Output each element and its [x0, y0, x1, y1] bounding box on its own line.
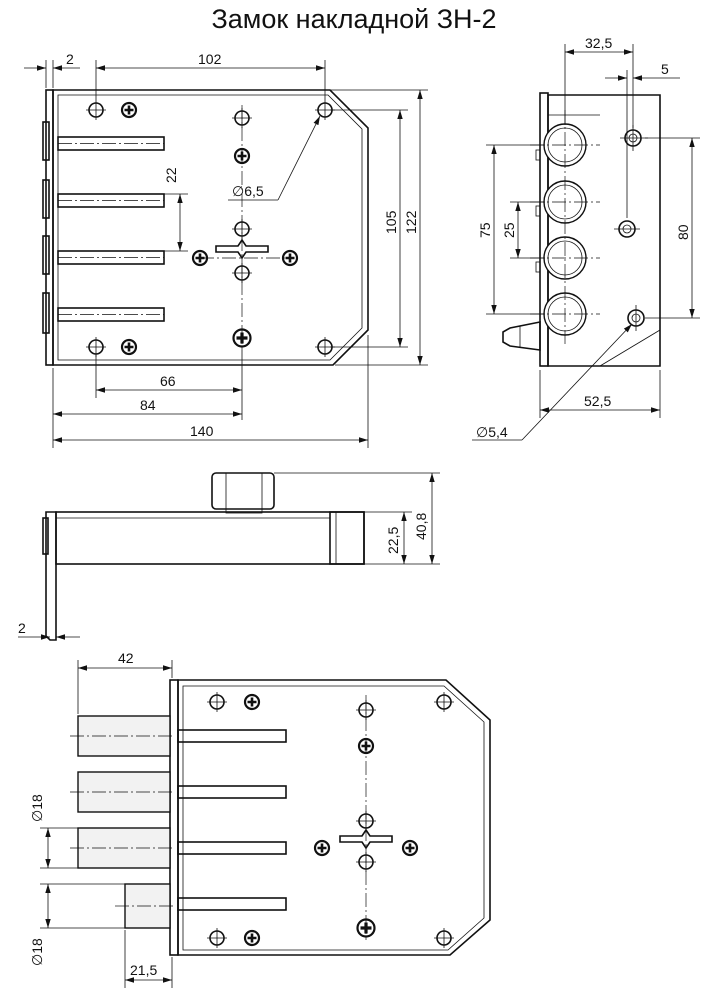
- dim-66: 66: [160, 373, 176, 389]
- dim-102: 102: [198, 51, 222, 67]
- dim-52-5: 52,5: [584, 393, 611, 409]
- dim-5: 5: [661, 61, 669, 77]
- side-view: [502, 92, 661, 367]
- dim-hole-5-4: ∅5,4: [476, 424, 508, 440]
- dim-thickness-2b: 2: [18, 620, 26, 636]
- dim-32-5: 32,5: [585, 35, 612, 51]
- dim-84: 84: [140, 397, 156, 413]
- dim-42: 42: [118, 650, 134, 666]
- bottom-view-dimensions: 22,5 40,8 2: [18, 472, 440, 640]
- dim-40-8: 40,8: [413, 513, 429, 540]
- dim-latch-18: ∅18: [29, 938, 45, 966]
- drawing-title: Замок накладной ЗН-2: [211, 4, 497, 34]
- bottom-view: [42, 472, 365, 641]
- extended-view-dimensions: 42 ∅18 ∅18 21,5: [29, 650, 173, 988]
- dim-21-5: 21,5: [130, 962, 157, 978]
- dim-hole-6-5: ∅6,5: [232, 183, 264, 199]
- dim-75: 75: [477, 222, 493, 238]
- front-view: [42, 89, 369, 366]
- dim-22-5: 22,5: [385, 527, 401, 554]
- dim-bolt-18: ∅18: [29, 794, 45, 822]
- dim-80: 80: [675, 224, 691, 240]
- side-view-dimensions: 32,5 5 75 25 80 52,5 ∅5,4: [472, 35, 700, 441]
- extended-view: [70, 679, 491, 956]
- dim-22: 22: [163, 167, 179, 183]
- dim-thickness-2: 2: [66, 51, 74, 67]
- front-view-dimensions: 2 102 22 ∅6,5 105 122 66 84: [24, 51, 428, 448]
- dim-122: 122: [403, 210, 419, 234]
- dim-140: 140: [190, 423, 214, 439]
- dim-105: 105: [383, 210, 399, 234]
- dim-25: 25: [501, 222, 517, 238]
